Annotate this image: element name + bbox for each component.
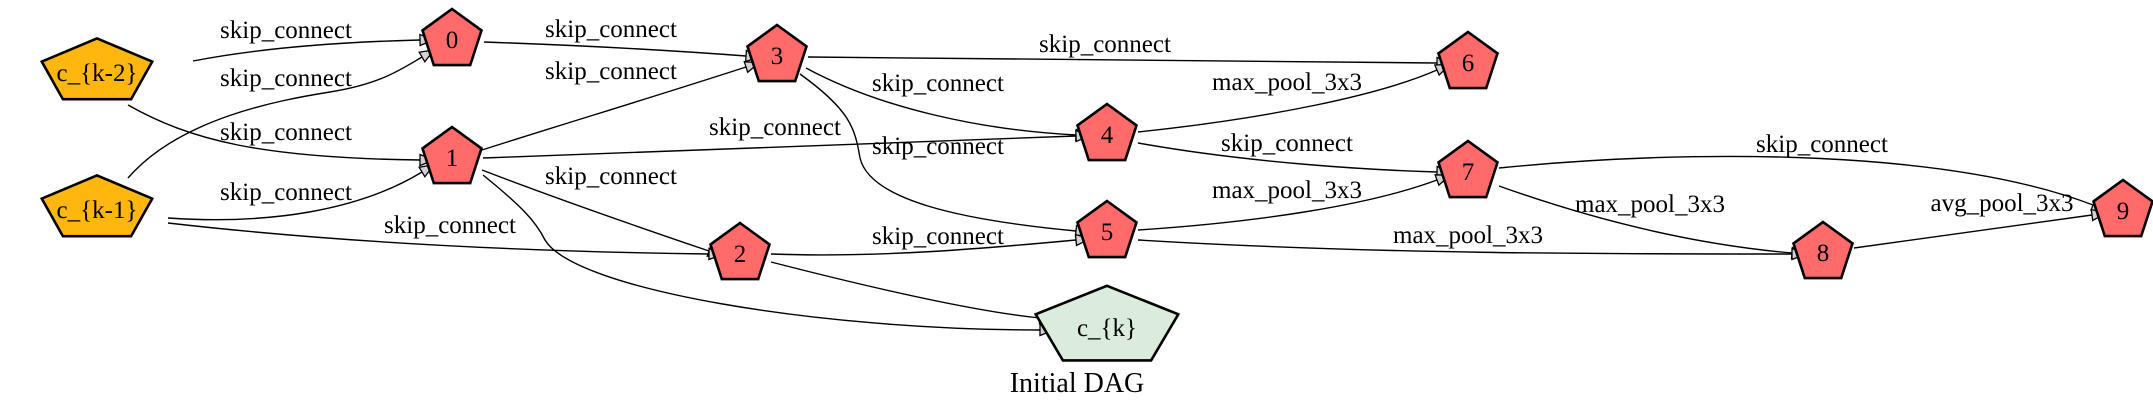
edge-label-n2-n5: skip_connect: [872, 223, 1004, 250]
node-n9: 9: [2091, 178, 2153, 238]
edge-label-k2-n0: skip_connect: [220, 17, 352, 44]
edge-n4-n6: [1137, 69, 1438, 133]
node-shape-k1: [39, 173, 155, 238]
node-label-n6: 6: [1462, 50, 1475, 77]
edge-n5-n7: [1137, 179, 1438, 231]
node-n1: 1: [420, 125, 484, 185]
edge-label-n7-n9: skip_connect: [1756, 131, 1888, 158]
node-label-n4: 4: [1101, 122, 1114, 149]
node-shape-n5: [1075, 199, 1139, 259]
node-label-k1: c_{k-1}: [57, 197, 138, 224]
node-n3: 3: [745, 23, 809, 83]
edge-n1-n3: [481, 66, 747, 151]
node-shape-n9: [2091, 178, 2153, 238]
edge-k1-n2: [167, 222, 710, 255]
node-out: c_{k}: [1033, 284, 1181, 362]
edge-n7-n9: [1498, 155, 2094, 206]
edge-label-n1-n2: skip_connect: [545, 163, 677, 190]
edge-n2-out: [770, 261, 1041, 319]
edge-n2-n5: [770, 239, 1077, 256]
edge-label-n5-n7: max_pool_3x3: [1212, 177, 1362, 204]
node-n5: 5: [1075, 199, 1139, 259]
edge-label-layer: skip_connectskip_connectskip_connectskip…: [220, 16, 2073, 250]
node-shape-n6: [1436, 30, 1500, 90]
edge-k2-n0: [192, 39, 421, 62]
edge-n3-n4: [805, 67, 1077, 136]
edge-n7-n8: [1498, 185, 1793, 254]
edge-label-n4-n6: max_pool_3x3: [1212, 69, 1362, 96]
edge-n0-n3: [483, 41, 747, 57]
node-label-n5: 5: [1101, 219, 1114, 246]
node-shape-n7: [1436, 139, 1500, 199]
node-n7: 7: [1436, 139, 1500, 199]
edge-label-n3-n6: skip_connect: [1039, 31, 1171, 58]
edge-label-n1-n3: skip_connect: [545, 58, 677, 85]
edge-n3-n6: [807, 56, 1438, 64]
node-shape-n2: [708, 221, 772, 281]
node-k1: c_{k-1}: [39, 173, 155, 238]
edge-label-k2-n1: skip_connect: [220, 119, 352, 146]
node-shape-n1: [420, 125, 484, 185]
edge-label-k1-n1: skip_connect: [220, 179, 352, 206]
edge-n8-n9: [1853, 214, 2093, 249]
edge-label-n4-n7: skip_connect: [1221, 130, 1353, 157]
node-label-n1: 1: [446, 145, 459, 172]
node-layer: c_{k-2} c_{k-1} 0 1 2 3 4 5 6 7 8 9 c_{k}: [39, 7, 2153, 362]
node-label-n9: 9: [2117, 198, 2130, 225]
edge-label-n1-n4: skip_connect: [709, 114, 841, 141]
node-shape-out: [1033, 284, 1181, 362]
node-shape-k2: [39, 36, 155, 101]
node-label-k2: c_{k-2}: [57, 60, 138, 87]
diagram-caption: Initial DAG: [1010, 368, 1145, 399]
edge-n3-n5: [799, 73, 1077, 232]
node-label-n0: 0: [446, 27, 459, 54]
node-n8: 8: [1791, 220, 1855, 280]
edge-k2-n1: [127, 104, 421, 161]
edge-n5-n8: [1137, 239, 1793, 255]
edge-label-n7-n8: max_pool_3x3: [1575, 191, 1725, 218]
node-n4: 4: [1075, 102, 1139, 162]
edge-n1-n4: [482, 135, 1077, 159]
node-shape-n8: [1791, 220, 1855, 280]
node-label-n3: 3: [771, 43, 784, 70]
edge-n1-n2: [481, 169, 710, 252]
node-n2: 2: [708, 221, 772, 281]
node-label-n7: 7: [1462, 159, 1475, 186]
node-label-n8: 8: [1817, 240, 1830, 267]
edge-k1-n1: [167, 171, 423, 221]
edge-label-n5-n8: max_pool_3x3: [1393, 222, 1543, 249]
node-n6: 6: [1436, 30, 1500, 90]
edge-n1-out: [482, 174, 1041, 331]
node-label-n2: 2: [734, 241, 747, 268]
edge-label-n3-n5: skip_connect: [872, 133, 1004, 160]
node-n0: 0: [420, 7, 484, 67]
edge-label-n0-n3: skip_connect: [545, 16, 677, 43]
node-label-out: c_{k}: [1077, 315, 1137, 342]
edge-k1-n0: [127, 56, 423, 179]
edge-label-k1-n0: skip_connect: [220, 65, 352, 92]
node-shape-n3: [745, 23, 809, 83]
edge-label-n3-n4: skip_connect: [872, 70, 1004, 97]
edge-label-n8-n9: avg_pool_3x3: [1930, 190, 2073, 217]
node-shape-n4: [1075, 102, 1139, 162]
edge-n4-n7: [1137, 142, 1438, 173]
edge-label-k1-n2: skip_connect: [384, 212, 516, 239]
node-k2: c_{k-2}: [39, 36, 155, 101]
node-shape-n0: [420, 7, 484, 67]
